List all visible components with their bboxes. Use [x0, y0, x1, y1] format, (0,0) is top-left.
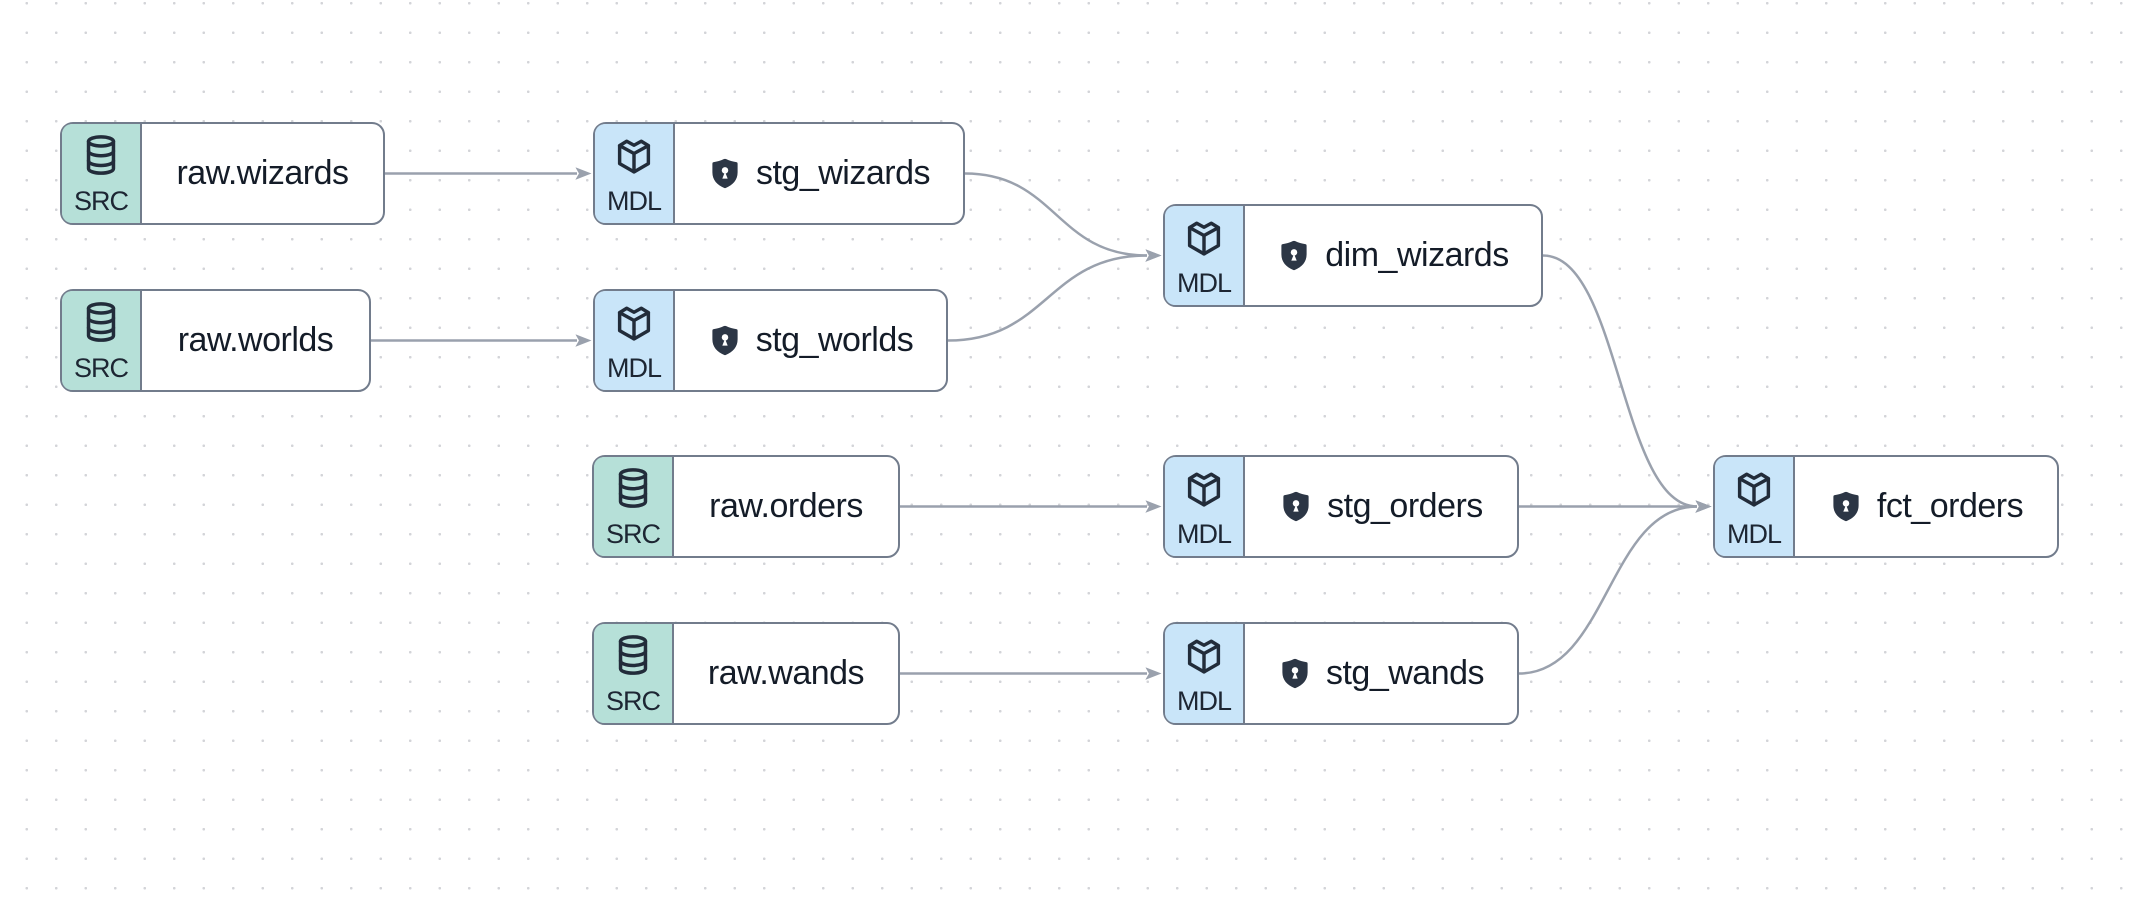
node-type-badge: MDL — [1715, 457, 1795, 556]
node-body: raw.wizards — [142, 124, 383, 223]
node-type-badge: SRC — [62, 124, 142, 223]
node-name-label: raw.worlds — [177, 321, 334, 359]
lineage-node-raw-worlds[interactable]: SRC raw.worlds — [60, 289, 371, 392]
node-body: stg_wands — [1245, 624, 1517, 723]
lineage-node-dim-wizards[interactable]: MDL dim_wizards — [1163, 204, 1543, 307]
lineage-node-raw-wands[interactable]: SRC raw.wands — [592, 622, 900, 725]
node-type-badge: SRC — [594, 624, 674, 723]
node-body: stg_orders — [1245, 457, 1517, 556]
node-type-badge: SRC — [594, 457, 674, 556]
lineage-node-stg-wands[interactable]: MDL stg_wands — [1163, 622, 1519, 725]
box-icon — [1181, 466, 1227, 512]
node-type-label: SRC — [605, 519, 661, 549]
node-name-label: raw.orders — [709, 487, 863, 525]
database-icon — [79, 133, 123, 177]
shield-lock-icon — [708, 155, 742, 192]
node-body: raw.wands — [674, 624, 898, 723]
node-type-badge: MDL — [595, 291, 675, 390]
database-icon — [611, 466, 655, 510]
node-name-label: stg_wizards — [755, 154, 931, 192]
lineage-node-stg-orders[interactable]: MDL stg_orders — [1163, 455, 1519, 558]
node-type-badge: SRC — [62, 291, 142, 390]
node-type-label: SRC — [73, 186, 129, 216]
shield-lock-icon — [708, 322, 742, 359]
lineage-node-raw-orders[interactable]: SRC raw.orders — [592, 455, 900, 558]
box-icon — [611, 133, 657, 179]
node-type-label: MDL — [1726, 519, 1782, 549]
node-name-label: fct_orders — [1876, 487, 2024, 525]
lineage-node-fct-orders[interactable]: MDL fct_orders — [1713, 455, 2059, 558]
box-icon — [611, 300, 657, 346]
node-name-label: raw.wands — [707, 654, 865, 692]
node-body: raw.worlds — [142, 291, 369, 390]
node-name-label: stg_orders — [1327, 487, 1483, 525]
shield-lock-icon — [1279, 488, 1313, 525]
database-icon — [611, 633, 655, 677]
node-type-badge: MDL — [1165, 457, 1245, 556]
lineage-node-stg-worlds[interactable]: MDL stg_worlds — [593, 289, 948, 392]
node-name-label: stg_wands — [1325, 654, 1485, 692]
node-type-label: SRC — [605, 686, 661, 716]
lineage-edge-stg_wizards-to-dim_wizards — [964, 172, 1162, 262]
lineage-edge-dim_wizards-to-fct_orders — [1542, 254, 1712, 513]
node-type-badge: MDL — [1165, 206, 1245, 305]
shield-lock-icon — [1278, 655, 1312, 692]
node-name-label: raw.wizards — [176, 154, 349, 192]
lineage-edge-stg_worlds-to-dim_wizards — [947, 249, 1162, 342]
shield-lock-icon — [1829, 488, 1863, 525]
node-type-label: SRC — [73, 353, 129, 383]
node-body: raw.orders — [674, 457, 898, 556]
node-name-label: dim_wizards — [1325, 236, 1509, 274]
node-type-label: MDL — [606, 353, 662, 383]
node-body: stg_wizards — [675, 124, 963, 223]
node-body: fct_orders — [1795, 457, 2057, 556]
lineage-edge-stg_wands-to-fct_orders — [1518, 500, 1712, 675]
node-type-label: MDL — [606, 186, 662, 216]
node-body: stg_worlds — [675, 291, 946, 390]
node-body: dim_wizards — [1245, 206, 1541, 305]
box-icon — [1181, 215, 1227, 261]
box-icon — [1181, 633, 1227, 679]
node-type-label: MDL — [1176, 519, 1232, 549]
box-icon — [1731, 466, 1777, 512]
node-type-label: MDL — [1176, 268, 1232, 298]
node-type-badge: MDL — [1165, 624, 1245, 723]
lineage-node-raw-wizards[interactable]: SRC raw.wizards — [60, 122, 385, 225]
node-type-badge: MDL — [595, 124, 675, 223]
database-icon — [79, 300, 123, 344]
node-name-label: stg_worlds — [755, 321, 914, 359]
shield-lock-icon — [1277, 237, 1311, 274]
node-type-label: MDL — [1176, 686, 1232, 716]
lineage-node-stg-wizards[interactable]: MDL stg_wizards — [593, 122, 965, 225]
